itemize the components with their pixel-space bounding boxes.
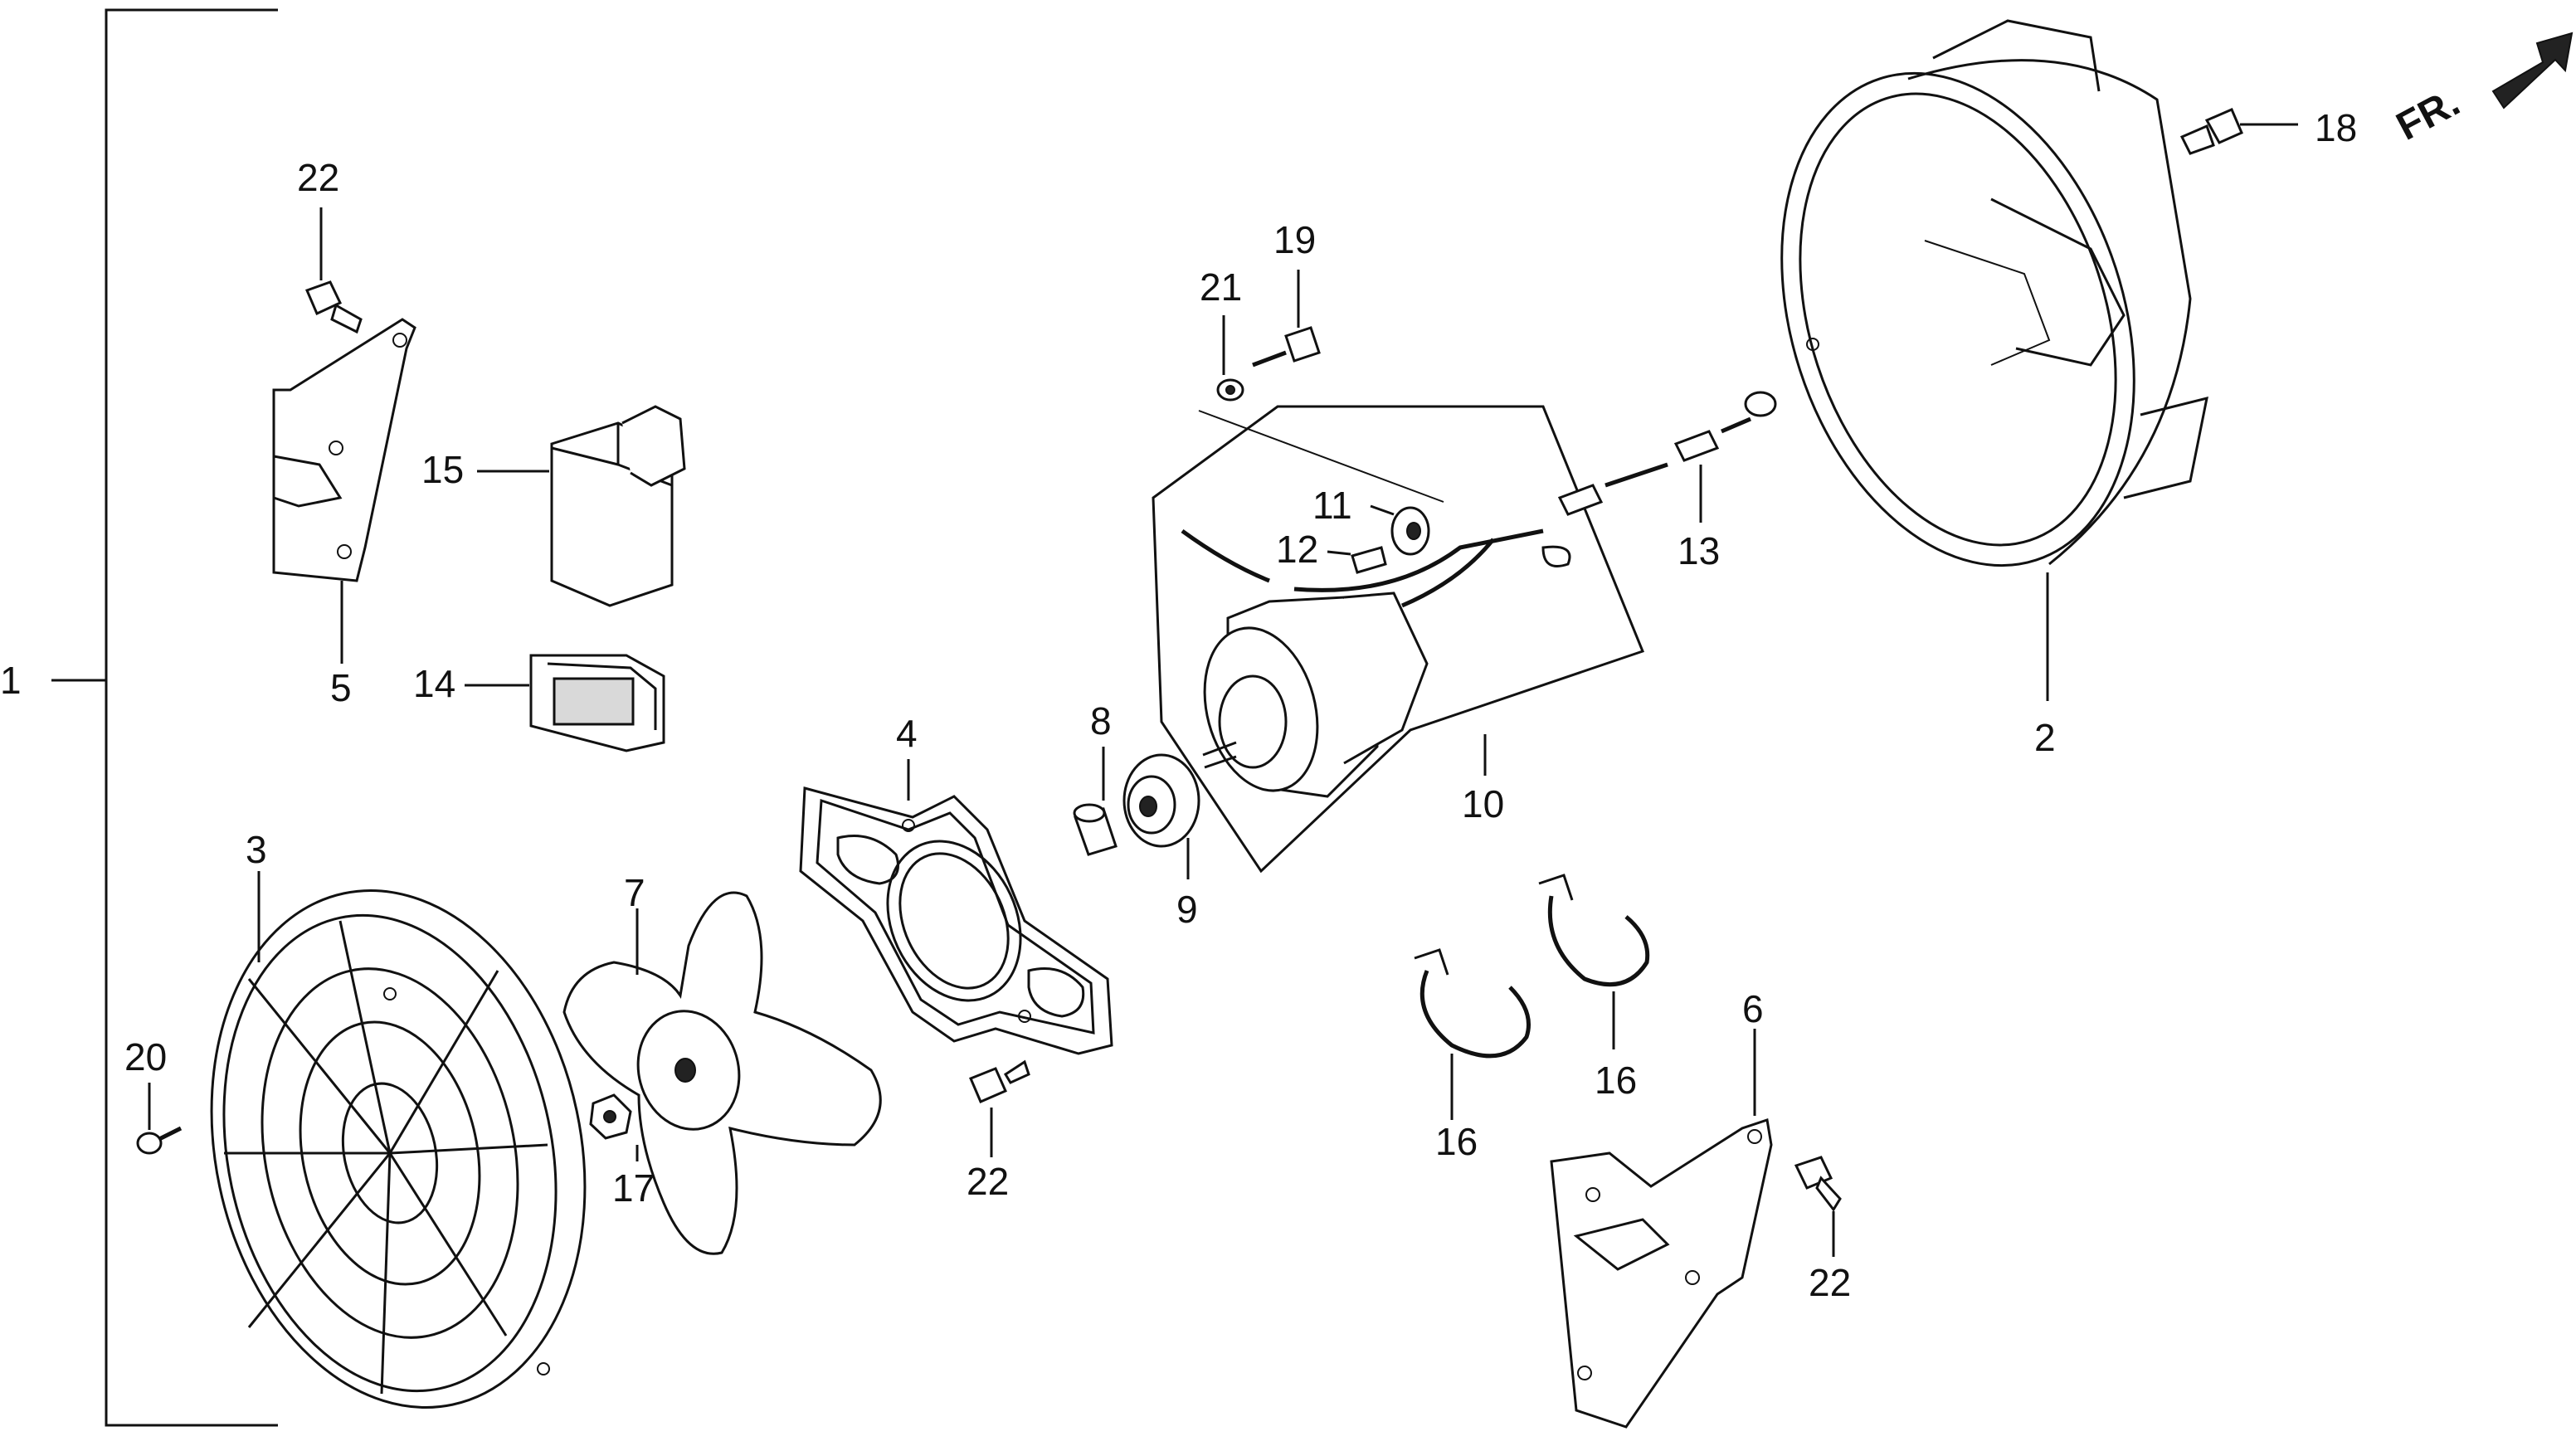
label-part-2: 2	[2034, 716, 2056, 759]
part-labels: 1 2 3 4 5 6 7 8 9 10 11 12 13 14 15 16 1…	[0, 106, 2357, 1304]
fan-shroud	[1780, 19, 2208, 701]
fan-blade	[562, 891, 882, 1255]
label-part-13: 13	[1678, 529, 1720, 572]
upper-bracket	[272, 318, 416, 664]
label-part-16-right: 16	[1595, 1059, 1637, 1102]
nut	[589, 1093, 639, 1161]
bolt-22-center	[969, 1059, 1030, 1157]
front-direction-label: FR.	[2389, 80, 2466, 149]
bolt-22-right	[1794, 1156, 1842, 1257]
bolt-18	[2179, 108, 2298, 155]
front-direction-arrow-icon	[2491, 32, 2574, 110]
relay-cover	[465, 654, 665, 752]
wire-clamp-left	[1414, 948, 1531, 1120]
label-part-17: 17	[612, 1166, 655, 1210]
collar	[1073, 747, 1118, 856]
label-part-1: 1	[0, 659, 22, 702]
label-part-11: 11	[1312, 484, 1352, 527]
label-part-9: 9	[1176, 888, 1198, 931]
label-part-8: 8	[1090, 699, 1112, 742]
label-part-22-center: 22	[967, 1160, 1009, 1203]
grommet	[1370, 504, 1430, 556]
label-part-22-right: 22	[1809, 1261, 1851, 1304]
label-part-10: 10	[1462, 782, 1504, 825]
relay	[477, 405, 686, 607]
label-part-18: 18	[2315, 106, 2357, 149]
spacer	[1327, 546, 1387, 574]
mounting-gasket	[799, 759, 1113, 1055]
label-part-6: 6	[1742, 987, 1764, 1030]
washer-hub	[1122, 753, 1200, 879]
label-part-3: 3	[246, 828, 267, 871]
label-part-15: 15	[421, 448, 464, 491]
label-part-7: 7	[624, 871, 645, 914]
label-part-12: 12	[1276, 528, 1318, 571]
label-part-14: 14	[413, 662, 455, 705]
lower-bracket	[1550, 1029, 1773, 1429]
assembly-bracket	[51, 8, 278, 1427]
label-part-19: 19	[1273, 218, 1316, 261]
label-part-21: 21	[1200, 265, 1242, 309]
label-part-16-left: 16	[1435, 1120, 1478, 1163]
label-part-4: 4	[896, 712, 918, 755]
label-part-5: 5	[330, 666, 352, 709]
fan-motor	[1152, 405, 1644, 874]
wire-connector	[1181, 391, 1777, 592]
bolt-22-top	[304, 207, 363, 334]
label-part-22-top: 22	[297, 156, 339, 199]
screw-20	[136, 1083, 183, 1155]
fan-guard	[210, 871, 587, 1409]
front-direction-marker: FR.	[2389, 32, 2574, 149]
bolt-19	[1252, 270, 1321, 368]
washer-21	[1198, 315, 1444, 503]
wire-clamp-right	[1538, 874, 1650, 1049]
label-part-20: 20	[124, 1035, 167, 1078]
